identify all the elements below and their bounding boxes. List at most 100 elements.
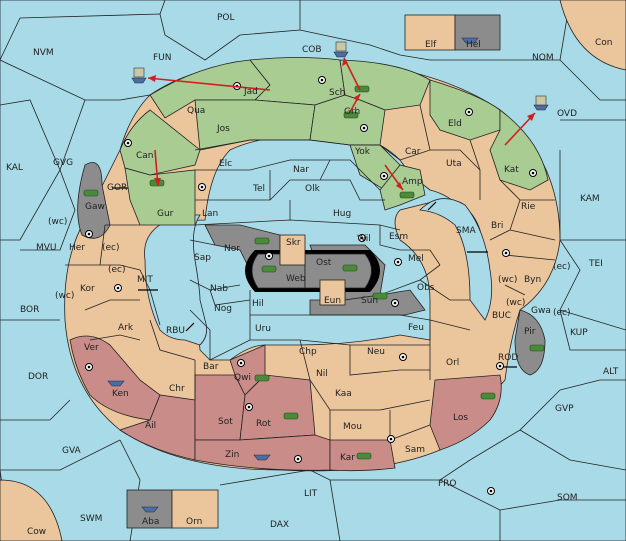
label-sma: SMA: [456, 226, 476, 236]
label-eld: Eld: [448, 119, 462, 129]
label-gaw: Gaw: [85, 202, 105, 212]
label-car: Car: [405, 147, 421, 157]
label-kor: Kor: [80, 284, 95, 294]
label-neu: Neu: [367, 347, 385, 357]
inner-channel-sma: [419, 198, 493, 321]
label-ail: Ail: [145, 421, 156, 431]
label-ver: Ver: [84, 343, 99, 353]
label-bri: Bri: [491, 221, 503, 231]
label-dax: DAX: [270, 520, 289, 530]
fleet-icon-fun: [131, 77, 147, 84]
arrow-jad-fun: [147, 77, 271, 91]
army-icon-nor: [254, 237, 270, 245]
label-zin: Zin: [225, 450, 239, 460]
region-elf[interactable]: [404, 14, 456, 51]
region-ost-fill: [304, 253, 372, 289]
label-rod: ROD: [498, 353, 518, 363]
label-con: Con: [595, 38, 613, 48]
fleet-icon-aba: [141, 506, 159, 513]
label-gva: GVA: [62, 446, 82, 456]
label-nab: Nab: [210, 284, 228, 294]
label-chr: Chr: [169, 384, 185, 394]
army-icon-amp: [399, 191, 415, 199]
label-lit: LIT: [304, 489, 318, 499]
label-gor: GOR: [107, 183, 127, 193]
region-eun-fill: [319, 279, 346, 306]
label-nil: Nil: [316, 369, 328, 379]
label-nom: NOM: [532, 53, 554, 63]
flag-icon-cob: [335, 41, 347, 52]
label-web: Web: [286, 274, 306, 284]
army-icon-web: [261, 265, 277, 273]
label-nog: Nog: [214, 304, 232, 314]
region-orn[interactable]: [171, 489, 219, 529]
label-pol: POL: [217, 13, 235, 23]
fleet-icon-hel: [461, 37, 479, 44]
label-mit: MIT: [137, 275, 153, 285]
label-sap: Sap: [194, 253, 211, 263]
label-qwi: Qwi: [234, 373, 251, 383]
region-hel[interactable]: [454, 14, 501, 51]
label-nvm: NVM: [33, 48, 54, 58]
label-orn: Orn: [186, 517, 202, 527]
label-yok: Yok: [354, 147, 371, 157]
army-icon-qwi: [254, 374, 270, 382]
label-uta: Uta: [446, 159, 462, 169]
supply-centers: [85, 76, 537, 495]
label-cob: COB: [302, 45, 322, 55]
label-rie: Rie: [521, 202, 536, 212]
flag-icon-ovd: [535, 95, 547, 106]
label-hel: Hel: [466, 40, 481, 50]
label-skr: Skr: [286, 238, 301, 248]
label-swm: SWM: [80, 514, 102, 524]
label-ken: Ken: [112, 389, 129, 399]
label-wil: Wil: [357, 234, 371, 244]
army-icon-sun: [372, 292, 388, 300]
label-fun: FUN: [153, 53, 172, 63]
label-kar: Kar: [340, 453, 355, 463]
label-amp: Amp: [402, 177, 423, 187]
label-eun: Eun: [324, 296, 341, 306]
label-gvp: GVP: [555, 404, 574, 414]
label-gwa: Gwa: [531, 306, 551, 316]
label-jad: Jad: [243, 87, 258, 97]
army-icon-ost: [342, 264, 358, 272]
label-wc3: (wc): [498, 275, 517, 285]
label-chp: Chp: [299, 347, 317, 357]
label-kup: KUP: [570, 328, 588, 338]
army-icon-pir: [529, 344, 545, 352]
label-sam: Sam: [405, 445, 425, 455]
label-buc: BUC: [492, 311, 511, 321]
label-gur: Gur: [157, 209, 174, 219]
label-wc2: (wc): [55, 291, 74, 301]
label-uru: Uru: [255, 324, 271, 334]
label-qua: Qua: [187, 106, 205, 116]
label-elf: Elf: [425, 40, 437, 50]
label-pir: Pir: [524, 327, 536, 337]
label-alt: ALT: [603, 367, 619, 377]
passage-arrows: [112, 187, 517, 368]
label-ec1: (ec): [102, 243, 120, 253]
label-ec3: (ec): [553, 262, 571, 272]
label-lan: Lan: [202, 209, 218, 219]
label-tel: Tel: [252, 184, 265, 194]
label-sch: Sch: [329, 88, 345, 98]
label-can: Can: [136, 151, 154, 161]
label-kaa: Kaa: [335, 389, 352, 399]
fleet-icon-ken: [107, 380, 125, 387]
army-icon-los: [480, 392, 496, 400]
label-rot: Rot: [256, 419, 271, 429]
label-feu: Feu: [408, 323, 424, 333]
inner-lagoon: [144, 214, 208, 346]
label-rbu: RBU: [166, 326, 185, 336]
flag-icon-fun: [133, 67, 145, 78]
label-ark: Ark: [118, 323, 134, 333]
label-nar: Nar: [293, 165, 309, 175]
units: [83, 37, 549, 513]
label-mvu: MVU: [36, 243, 57, 253]
green-regions: [119, 57, 549, 226]
label-cow: Cow: [27, 527, 46, 537]
labels: POL NVM FUN COB NOM Elf Hel Con OVD KAL …: [6, 13, 619, 537]
label-kat: Kat: [504, 165, 519, 175]
